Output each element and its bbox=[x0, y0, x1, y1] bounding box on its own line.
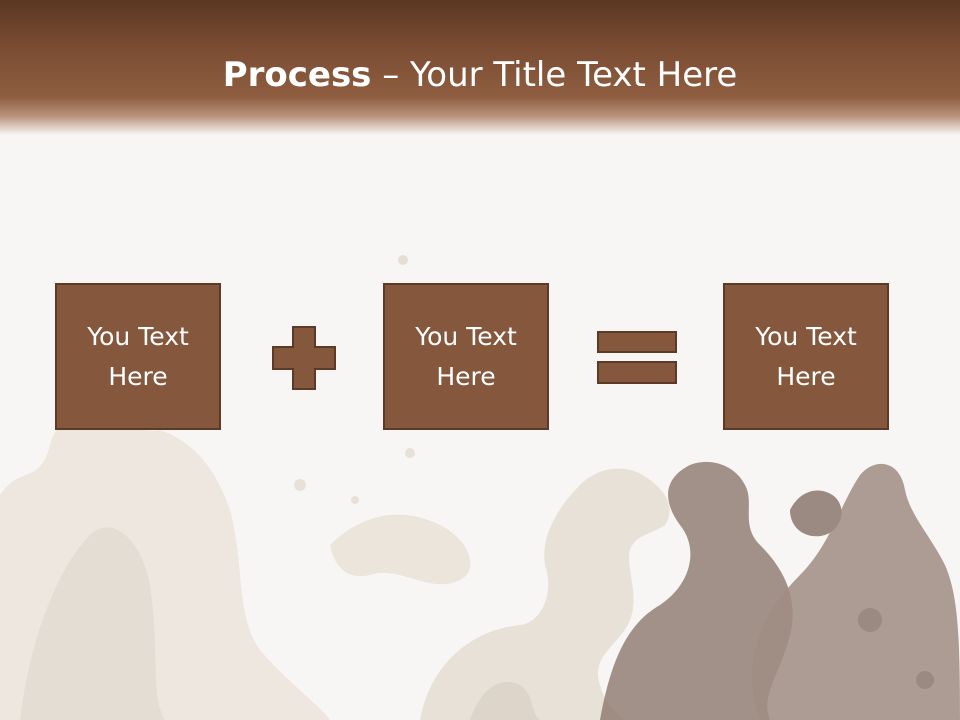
process-box-2[interactable]: You Text Here bbox=[383, 283, 549, 430]
process-box-3-text: You Text Here bbox=[755, 321, 857, 391]
plus-icon bbox=[272, 326, 336, 390]
slide-title: Process – Your Title Text Here bbox=[0, 50, 960, 100]
process-box-2-text: You Text Here bbox=[415, 321, 517, 391]
process-box-1-text: You Text Here bbox=[87, 321, 189, 391]
title-rest: – Your Title Text Here bbox=[371, 55, 738, 95]
milk-chocolate-horses-background bbox=[0, 255, 960, 720]
title-bold: Process bbox=[222, 55, 372, 95]
process-box-1[interactable]: You Text Here bbox=[55, 283, 221, 430]
equals-icon bbox=[597, 331, 677, 384]
header-band bbox=[0, 0, 960, 135]
process-box-3[interactable]: You Text Here bbox=[723, 283, 889, 430]
